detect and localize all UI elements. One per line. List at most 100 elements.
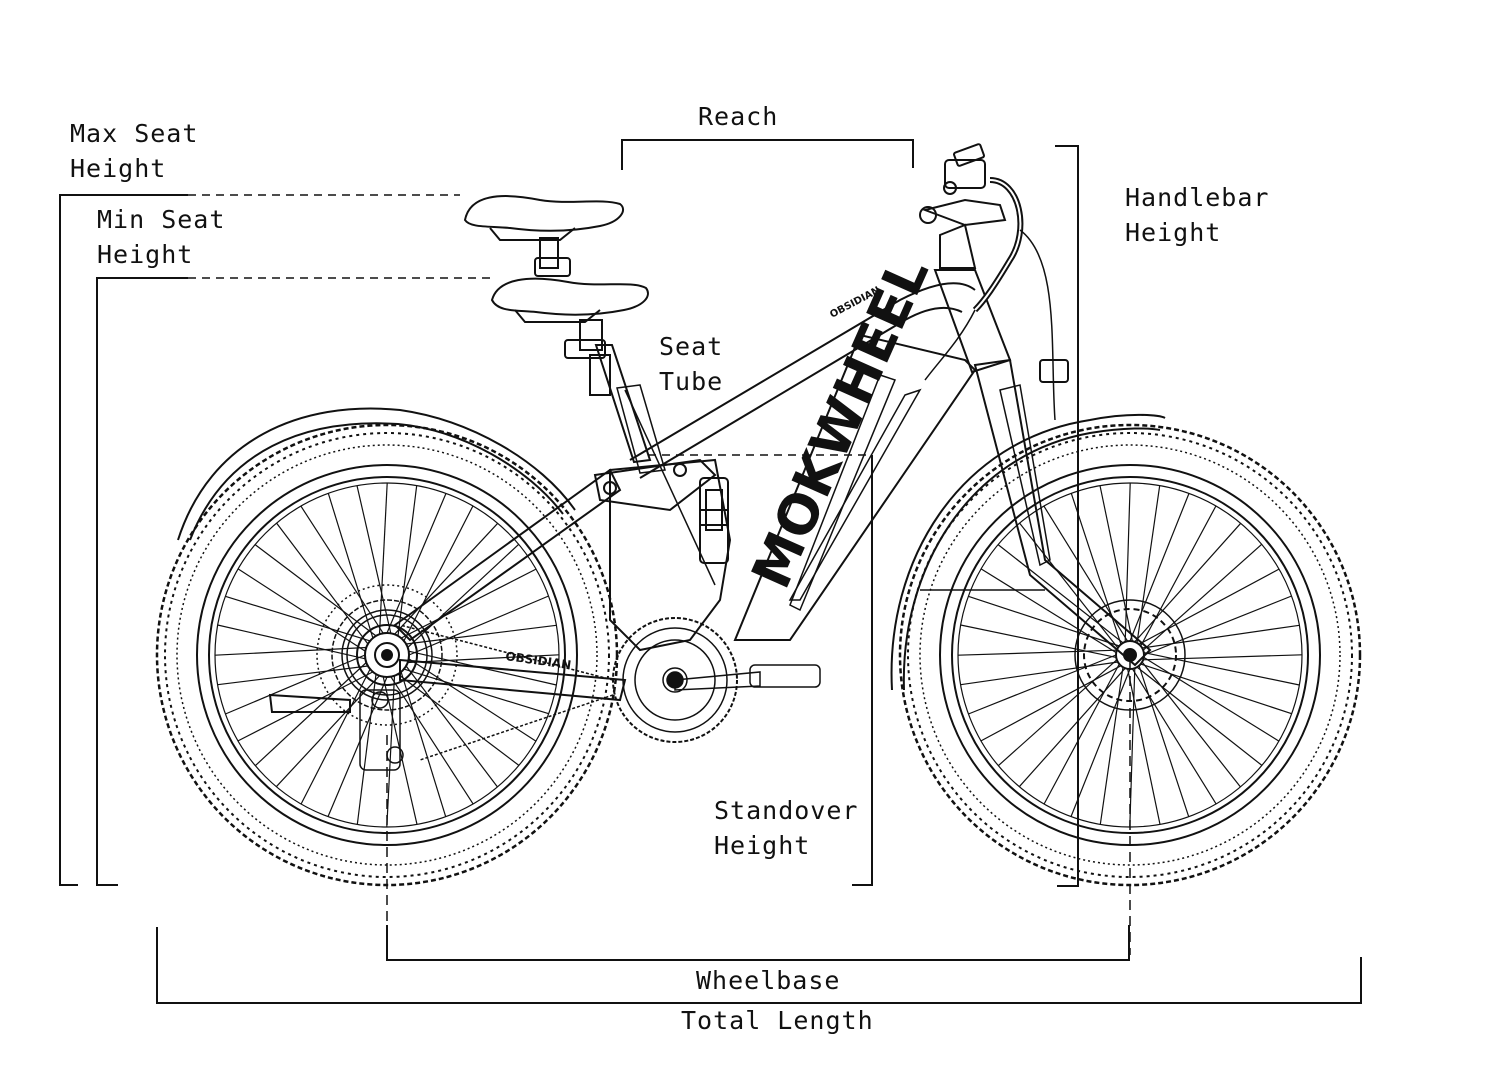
dimension-lines — [59, 139, 1362, 1004]
spoke — [403, 505, 474, 642]
front-wheel — [898, 423, 1362, 887]
spoke — [408, 658, 537, 742]
spoke — [327, 676, 388, 817]
spoke — [1143, 656, 1280, 742]
spoke — [394, 522, 499, 635]
spoke — [400, 671, 447, 817]
spoke — [1124, 482, 1131, 642]
wheelbase-label: Wheelbase — [696, 966, 841, 995]
spoke — [1142, 543, 1263, 651]
spoke — [1129, 668, 1136, 828]
rear-fender-inner — [189, 422, 564, 541]
saddle-min — [490, 277, 649, 396]
spoke — [217, 624, 366, 660]
spoke — [980, 665, 1122, 742]
spoke — [1099, 485, 1133, 642]
spoke — [1140, 663, 1292, 715]
spoke — [300, 668, 371, 805]
spoke — [276, 522, 369, 645]
spoke — [405, 665, 498, 788]
spoke — [225, 595, 371, 642]
spoke — [960, 661, 1118, 686]
front-fender-inner — [902, 427, 1161, 691]
spoke — [217, 665, 368, 686]
total-length-line — [156, 927, 1362, 1004]
spoke — [275, 675, 380, 788]
reach-line — [621, 139, 914, 170]
spoke — [386, 675, 396, 828]
spoke — [400, 568, 537, 639]
handlebar-height-line — [1055, 145, 1079, 887]
spoke — [390, 676, 474, 805]
wheelbase-line — [386, 925, 1130, 961]
spoke — [407, 654, 560, 664]
min-seat-height-label: Min Seat Height — [97, 205, 226, 269]
spoke — [1140, 505, 1217, 647]
seat-tube-leader — [624, 389, 716, 586]
kickstand — [268, 693, 351, 713]
seat-tube-label: Seat Tube — [659, 332, 724, 396]
spoke — [408, 595, 549, 656]
spoke — [356, 485, 392, 634]
spoke — [997, 544, 1124, 644]
spoke — [1141, 661, 1241, 788]
frame — [393, 269, 1012, 702]
fork — [973, 358, 1152, 667]
spoke — [237, 568, 366, 652]
standover-height-line — [852, 455, 873, 886]
spoke — [1138, 665, 1190, 817]
front-spokes — [957, 482, 1303, 828]
spoke — [1143, 654, 1303, 661]
total-length-label: Total Length — [681, 1006, 874, 1035]
spoke — [1099, 667, 1124, 825]
handlebar-height-label: Handlebar Height — [1125, 183, 1270, 247]
spoke — [386, 493, 447, 634]
max-seat-height-line — [59, 194, 188, 886]
cables — [920, 229, 1056, 591]
spoke — [237, 671, 374, 742]
spoke — [254, 544, 377, 637]
spoke — [300, 505, 384, 634]
spoke — [214, 646, 367, 656]
spoke — [997, 659, 1118, 767]
spoke — [960, 624, 1117, 658]
spoke — [1127, 668, 1161, 825]
spoke — [980, 568, 1117, 654]
reach-label: Reach — [698, 102, 779, 131]
cockpit — [919, 143, 1024, 313]
spoke — [1019, 522, 1119, 649]
spoke — [403, 668, 549, 715]
spoke — [968, 595, 1120, 647]
spoke — [1018, 667, 1126, 788]
spoke — [378, 482, 388, 635]
spoke — [1131, 668, 1217, 805]
front-fender — [890, 413, 1166, 691]
spoke — [327, 493, 374, 639]
spoke — [1134, 522, 1242, 643]
brand-decal: MOKWHEEL — [739, 248, 941, 597]
spoke — [356, 674, 377, 825]
spoke — [407, 543, 520, 648]
rear-fender — [177, 407, 576, 541]
spoke — [406, 624, 557, 645]
spoke — [225, 654, 366, 715]
model-decal: OBSIDIAN — [505, 649, 573, 672]
spoke — [397, 673, 520, 766]
min-seat-height-line — [96, 277, 188, 886]
spoke — [1136, 485, 1161, 643]
spoke — [397, 485, 418, 636]
drivetrain — [316, 584, 821, 771]
spoke — [957, 649, 1117, 656]
spoke — [1143, 652, 1300, 686]
spoke — [1142, 624, 1300, 649]
rear-wheel — [155, 423, 619, 887]
spoke — [1138, 568, 1280, 645]
max-seat-height-label: Max Seat Height — [70, 119, 199, 183]
spoke — [1143, 595, 1292, 656]
spoke — [1070, 668, 1131, 817]
saddle-max — [463, 195, 625, 277]
standover-height-label: Standover Height — [714, 796, 859, 860]
spoke — [1129, 493, 1190, 642]
spoke — [1043, 663, 1120, 805]
